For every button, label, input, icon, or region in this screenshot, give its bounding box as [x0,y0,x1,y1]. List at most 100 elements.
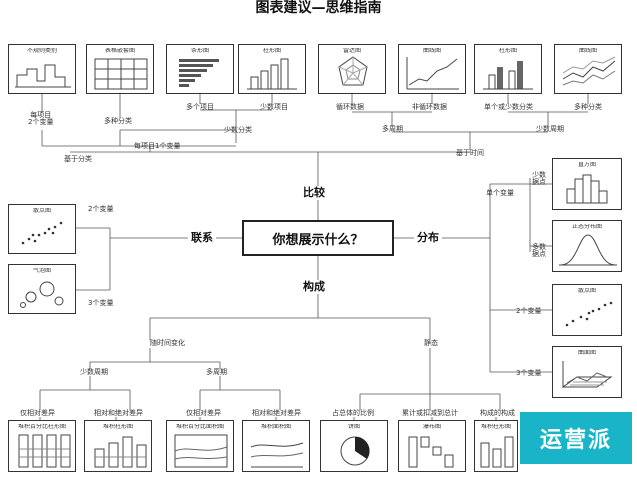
box-stacked-area: 堆积面积图 [242,420,310,472]
label-few-class: 少数分类 [224,126,252,134]
mini-column-2 [483,61,533,90]
mini-scatter [21,221,63,245]
mini-hbar [179,59,219,87]
branch-relation: 联系 [188,231,216,245]
box-title: 不规则类别 [26,48,57,54]
label-part-of-total: 占总体的比例 [332,409,374,417]
label-relative-only-2: 仅相对差异 [186,409,221,417]
mini-table [94,58,148,90]
mini-stacked-percent-area [174,434,228,468]
box-title: 气泡图 [32,268,51,274]
label-multi-class-2: 多种分类 [574,103,602,111]
box-stacked-percent-area: 堆积百分比面积图 [166,420,234,472]
box-irregular-category: 不规则类别 [8,44,76,94]
box-surface: 曲面图 [552,346,622,398]
box-title: 堆积百分比面积图 [175,424,224,430]
label-cyclic: 循环数据 [336,103,364,111]
label-components: 构成的构成 [480,409,515,417]
label-two-vars-dist: 2个变量 [516,307,542,315]
mini-normal-curve [559,234,617,266]
box-bubble: 气泡图 [8,264,76,314]
box-line-multi: 曲线图 [554,44,622,94]
label-per-item-1var: 每项目1个变量 [134,142,181,150]
box-title: 直方图 [577,162,596,168]
label-per-item-2vars: 每项目 2个变量 [28,111,54,126]
mini-waterfall [408,436,454,468]
label-static: 静态 [424,339,438,347]
box-scatter-distribution: 散点图 [552,284,622,336]
branch-composition: 构成 [300,280,328,294]
label-by-time: 基于时间 [456,149,484,157]
mini-histogram [566,174,608,204]
box-title: 柱形图 [262,48,281,54]
label-few-periods: 少数周期 [536,125,564,133]
label-many-periods-bottom: 多周期 [206,368,227,376]
box-title: 柱形图 [498,48,517,54]
label-three-vars: 3个变量 [88,299,114,307]
page-title: 图表建议—思维指南 [255,0,382,16]
box-title: 堆积面积图 [260,424,291,430]
box-column-few: 柱形图 [238,44,306,94]
label-relative-absolute: 相对和绝对差异 [94,409,143,417]
label-few-points: 少数 据点 [532,171,546,186]
label-accumulate: 累计或扣减到总计 [402,409,458,417]
label-many-periods: 多周期 [382,125,403,133]
box-waterfall: 瀑布图 [398,420,466,472]
mini-radar [338,56,368,86]
box-line-noncyclic: 曲线图 [398,44,466,94]
mini-irregular-bar [15,64,71,88]
label-over-time: 随时间变化 [150,339,185,347]
box-stacked-column-components: 堆积柱形图 [474,420,518,472]
label-two-vars: 2个变量 [88,205,114,213]
box-title: 散点图 [577,288,596,294]
box-title: 曲线图 [422,48,441,54]
label-many-points: 多数 据点 [532,243,546,258]
box-pie: 饼图 [320,420,388,472]
mini-stacked-column-2 [480,436,514,468]
box-title: 堆积柱形图 [102,424,133,430]
box-histogram: 直方图 [552,158,622,210]
label-few-periods-bottom: 少数周期 [80,368,108,376]
box-title: 条形图 [190,48,209,54]
box-title: 堆积百分比柱形图 [17,424,66,430]
label-few-items: 少数项目 [260,103,288,111]
mini-surface [561,361,613,388]
branch-compare: 比较 [300,186,328,200]
watermark-logo: 运营派 [520,412,632,464]
label-noncyclic: 非循环数据 [412,103,447,111]
box-title: 瀑布图 [422,424,441,430]
mini-pie [340,436,370,466]
mini-bubble [20,281,64,308]
label-three-vars-dist: 3个变量 [516,369,542,377]
box-bar-horizontal: 条形图 [166,44,234,94]
mini-column [247,58,297,90]
mini-scatter-2 [565,301,613,327]
mini-multiline [562,56,616,86]
box-normal-distribution: 正态分布图 [552,220,622,272]
label-multi-items: 多个项目 [186,103,214,111]
label-by-class: 基于分类 [64,155,92,163]
box-radar: 雷达图 [318,44,386,94]
label-single-or-few: 单个或少数分类 [484,103,533,111]
box-title: 曲线图 [578,48,597,54]
box-table-nested: 表格嵌套图 [86,44,154,94]
box-title: 堆积柱形图 [480,424,511,430]
box-stacked-column: 堆积柱形图 [84,420,152,472]
label-relative-absolute-2: 相对和绝对差异 [252,409,301,417]
mini-stacked-column [94,436,147,468]
mini-stacked-percent [18,434,71,468]
central-question: 你想展示什么？ [242,220,394,256]
box-scatter-relation: 散点图 [8,204,76,254]
box-stacked-percent-column: 堆积百分比柱形图 [8,420,76,472]
box-title: 散点图 [32,208,51,214]
label-relative-only: 仅相对差异 [20,409,55,417]
box-title: 曲面图 [577,350,596,356]
label-single-var: 单个变量 [486,189,514,197]
mini-stacked-area [250,442,304,468]
branch-distribution: 分布 [414,231,442,245]
box-title: 表格嵌套图 [104,48,135,54]
mini-line [406,57,459,90]
box-title: 饼图 [347,424,360,430]
